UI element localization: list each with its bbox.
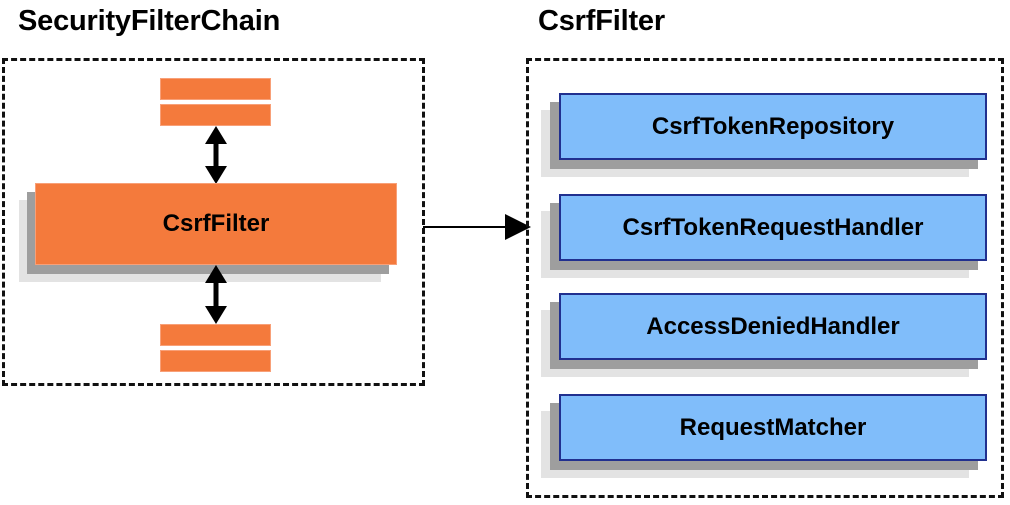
bottom-double-arrow-icon (205, 265, 227, 324)
csrf-filter-box[interactable]: CsrfFilter (35, 183, 397, 265)
filter-bar-bottom-1 (160, 324, 271, 346)
left-panel-title: SecurityFilterChain (18, 5, 281, 37)
component-box-label: RequestMatcher (679, 413, 867, 441)
csrf-filter-collaborators-panel (526, 58, 1004, 498)
component-box[interactable]: RequestMatcher (559, 394, 987, 461)
panel-connector-arrow-icon (423, 214, 531, 240)
security-filter-chain-panel (2, 58, 425, 386)
right-panel-title: CsrfFilter (538, 5, 665, 37)
component-box-label: AccessDeniedHandler (646, 312, 900, 340)
component-box[interactable]: CsrfTokenRepository (559, 93, 987, 160)
component-box-label: CsrfTokenRepository (651, 112, 895, 140)
filter-bar-top-1 (160, 78, 271, 100)
filter-bar-top-2 (160, 104, 271, 126)
component-box[interactable]: AccessDeniedHandler (559, 293, 987, 360)
component-box[interactable]: CsrfTokenRequestHandler (559, 194, 987, 261)
filter-bar-bottom-2 (160, 350, 271, 372)
component-box-label: CsrfTokenRequestHandler (622, 213, 924, 241)
top-double-arrow-icon (205, 126, 227, 184)
csrf-filter-box-label: CsrfFilter (162, 210, 270, 237)
